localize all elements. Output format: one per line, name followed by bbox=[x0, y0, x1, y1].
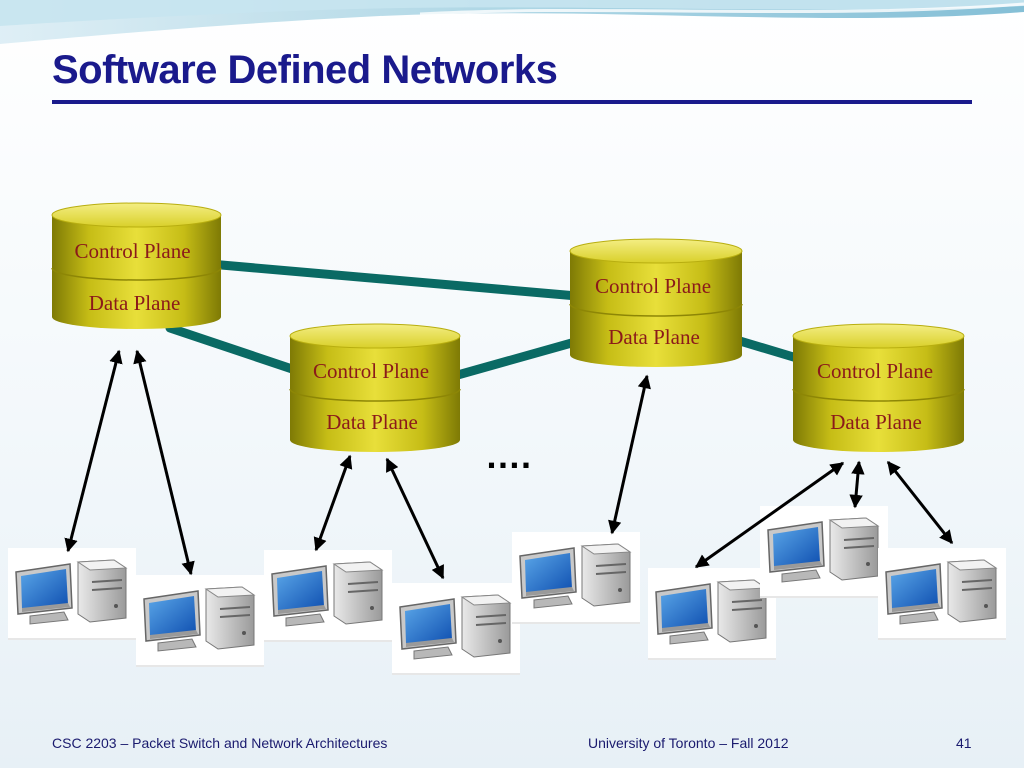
arrow-host5-switch3 bbox=[608, 374, 651, 535]
control-plane-label: Control Plane bbox=[817, 359, 933, 383]
switch-node-1: Control Plane Data Plane bbox=[51, 202, 222, 329]
footer-page-number: 41 bbox=[956, 735, 972, 751]
arrow-host6-switch4 bbox=[694, 461, 845, 569]
desktop-computer-icon bbox=[647, 567, 777, 661]
arrow-host3-switch2 bbox=[313, 454, 353, 552]
ellipsis-more-switches: …. bbox=[485, 435, 531, 476]
footer-course: CSC 2203 – Packet Switch and Network Arc… bbox=[52, 735, 388, 751]
desktop-computer-icon bbox=[391, 582, 521, 676]
switch-node-2: Control Plane Data Plane bbox=[289, 323, 461, 452]
host-switch-connections bbox=[64, 349, 954, 580]
arrow-host4-switch2 bbox=[385, 457, 445, 580]
header-wave-decoration bbox=[0, 0, 1024, 44]
data-plane-label: Data Plane bbox=[326, 410, 418, 434]
data-plane-label: Data Plane bbox=[608, 325, 700, 349]
switch-node-4: Control Plane Data Plane bbox=[792, 323, 965, 452]
arrow-host2-switch1 bbox=[133, 349, 195, 576]
desktop-computer-icon bbox=[7, 547, 137, 641]
footer-institution: University of Toronto – Fall 2012 bbox=[588, 735, 789, 751]
data-plane-label: Data Plane bbox=[830, 410, 922, 434]
hosts bbox=[7, 505, 1007, 676]
control-plane-label: Control Plane bbox=[595, 274, 711, 298]
title-underline bbox=[52, 100, 972, 104]
arrow-host7-switch4 bbox=[849, 460, 865, 509]
link-switch1-switch2 bbox=[165, 323, 315, 380]
switch-node-3: Control Plane Data Plane bbox=[569, 238, 743, 367]
data-plane-label: Data Plane bbox=[89, 291, 181, 315]
desktop-computer-icon bbox=[511, 531, 641, 625]
desktop-computer-icon bbox=[263, 549, 393, 643]
arrow-host8-switch4 bbox=[886, 460, 954, 545]
desktop-computer-icon bbox=[759, 505, 889, 599]
desktop-computer-icon bbox=[877, 547, 1007, 641]
slide-title: Software Defined Networks bbox=[52, 48, 558, 92]
control-plane-label: Control Plane bbox=[313, 359, 429, 383]
control-plane-label: Control Plane bbox=[74, 239, 190, 263]
link-switch1-switch3 bbox=[205, 259, 605, 303]
arrow-host1-switch1 bbox=[64, 349, 123, 553]
desktop-computer-icon bbox=[135, 574, 265, 668]
